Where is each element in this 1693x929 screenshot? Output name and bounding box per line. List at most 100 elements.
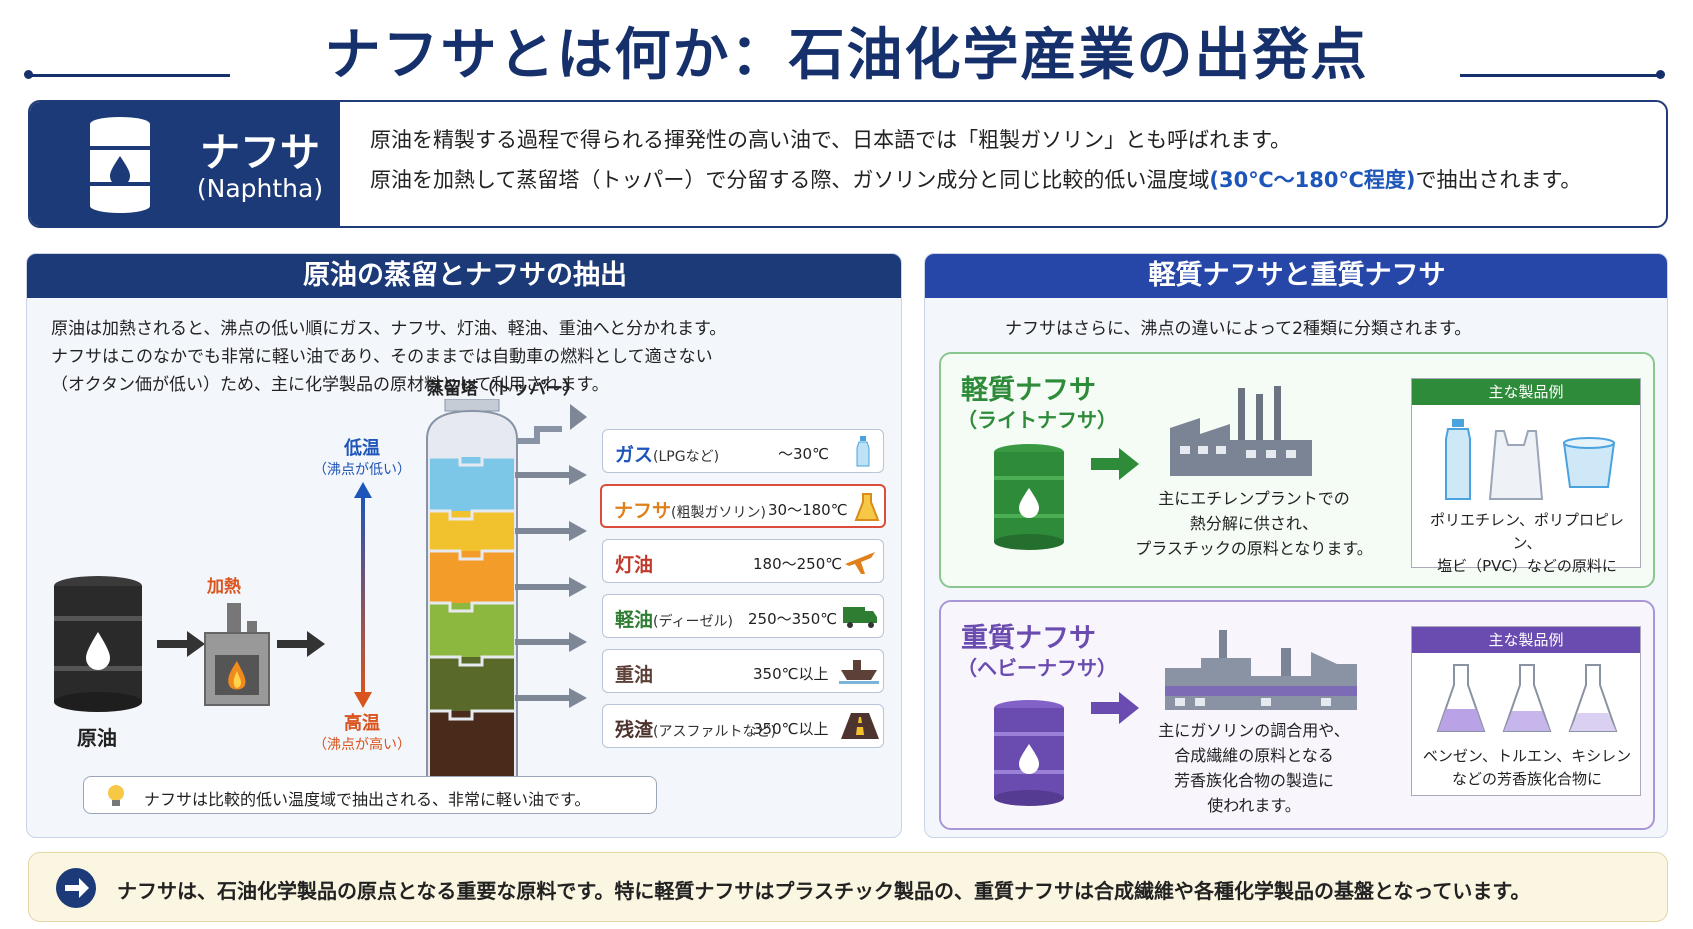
flask-icon [1502, 664, 1552, 732]
summary-box: ナフサは、石油化学製品の原点となる重要な原料です。特に軽質ナフサはプラスチック製… [28, 852, 1668, 922]
fraction-name: 重油 [615, 660, 653, 687]
plastic-products-icons [1445, 419, 1616, 500]
fraction-name: 灯油 [615, 550, 653, 577]
light-products-text: ポリエチレン、ポリプロピレン、 塩ビ（PVC）などの原料に [1416, 509, 1638, 578]
flask-icon [1436, 664, 1486, 732]
arrow-right-icon [157, 631, 205, 657]
heavy-products-line: ベンゼン、トルエン、キシレン [1422, 747, 1632, 765]
distillation-panel: 原油の蒸留とナフサの抽出 原油は加熱されると、沸点の低い順にガス、ナフサ、灯油、… [26, 253, 902, 838]
fraction-note: (粗製ガソリン) [671, 505, 766, 521]
purple-barrel-icon [994, 700, 1064, 806]
fraction-temp: ～30℃ [778, 445, 829, 463]
heating-label: 加熱 [207, 577, 241, 597]
fraction-name: 軽油(ディーゼル) [615, 605, 733, 632]
fraction-temp: 250～350℃ [748, 610, 838, 628]
fraction-row-gas: ガス(LPGなど) ～30℃ [602, 429, 884, 473]
fraction-row-kerosene: 灯油 180～250℃ [602, 539, 884, 583]
arrow-right-icon [1091, 448, 1139, 480]
arrow-right-icon [277, 631, 325, 657]
crude-oil-barrel-icon [54, 576, 142, 712]
heavy-desc-line: 使われます。 [1207, 796, 1301, 815]
title-dot-left [24, 70, 33, 79]
light-desc-line: プラスチックの原料となります。 [1135, 539, 1373, 558]
heavy-products-line: などの芳香族化合物に [1451, 770, 1602, 788]
naphtha-types-header: 軽質ナフサと重質ナフサ [925, 254, 1667, 298]
fraction-temp: 350℃以上 [753, 665, 829, 683]
fraction-note: (アスファルトなど) [653, 724, 776, 740]
plastic-bag-icon [1488, 430, 1544, 500]
light-products-line: ポリエチレン、ポリプロピレン、 [1429, 511, 1625, 552]
fraction-name-text: ガス [615, 444, 654, 466]
fraction-arrows [515, 404, 587, 708]
bottle-icon [856, 436, 870, 467]
definition-label-area: ナフサ (Naphtha) [30, 102, 340, 226]
high-temp-note: （沸点が高い） [313, 737, 411, 753]
fraction-name-text: 軽油 [615, 609, 654, 631]
heavy-products-header: 主な製品例 [1412, 627, 1640, 653]
title-line-left [30, 74, 230, 77]
heavy-naphtha-name: 重質ナフサ [961, 623, 1096, 654]
low-temp-label: 低温 [344, 438, 380, 459]
arrow-right-icon [1091, 692, 1139, 724]
bottle-icon [1445, 419, 1471, 500]
light-products-box: 主な製品例 ポリエチレン、ポリプロピレン、 塩ビ（PVC）などの原料に [1411, 378, 1641, 575]
heavy-desc-line: 芳香族化合物の製造に [1173, 771, 1334, 790]
summary-text: ナフサは、石油化学製品の原点となる重要な原料です。特に軽質ナフサはプラスチック製… [117, 879, 1531, 903]
fraction-temp: 30～180℃ [768, 501, 848, 519]
arrow-circle-icon [56, 868, 96, 908]
flask-icon [1568, 664, 1618, 732]
heavy-naphtha-description: 主にガソリンの調合用や、 合成繊維の原料となる 芳香族化合物の製造に 使われます… [1129, 718, 1379, 818]
distillation-text-2: ナフサはこのなかでも非常に軽い油であり、そのままでは自動車の燃料として適さない [51, 347, 713, 367]
truck-icon [843, 607, 877, 628]
title-line-right [1460, 74, 1660, 77]
cup-icon [1562, 437, 1616, 488]
light-naphtha-name: 軽質ナフサ [961, 375, 1096, 406]
tip-text: ナフサは比較的低い温度域で抽出される、非常に軽い油です。 [144, 790, 591, 809]
fraction-name-text: 重油 [615, 664, 654, 686]
tip-box: ナフサは比較的低い温度域で抽出される、非常に軽い油です。 [83, 776, 657, 814]
naphtha-types-panel: 軽質ナフサと重質ナフサ ナフサはさらに、沸点の違いによって2種類に分類されます。… [924, 253, 1668, 838]
definition-name: ナフサ [200, 130, 320, 176]
flask-icon [854, 493, 880, 521]
light-naphtha-box: 軽質ナフサ （ライトナフサ） 主にエチレンプラントでの 熱分解に供され、 プラス… [939, 352, 1655, 588]
ship-icon [839, 660, 879, 684]
heavy-naphtha-sub: （ヘビーナフサ） [957, 656, 1117, 680]
temperature-highlight: (30℃～180℃程度) [1209, 168, 1416, 192]
definition-box: ナフサ (Naphtha) 原油を精製する過程で得られる揮発性の高い油で、日本語… [28, 100, 1668, 228]
lightbulb-icon [108, 785, 124, 806]
fraction-name: ナフサ(粗製ガソリン) [614, 496, 766, 523]
airplane-icon [845, 552, 875, 574]
low-temp-note: （沸点が低い） [313, 462, 411, 478]
light-naphtha-sub: （ライトナフサ） [957, 408, 1117, 432]
definition-name-en: (Naphtha) [196, 174, 324, 203]
green-barrel-icon [994, 444, 1064, 550]
title-dot-right [1656, 70, 1665, 79]
definition-line-2-end: で抽出されます。 [1415, 168, 1582, 192]
road-icon [841, 713, 879, 739]
naphtha-types-intro: ナフサはさらに、沸点の違いによって2種類に分類されます。 [1005, 319, 1472, 339]
factory-icon [1170, 386, 1312, 476]
temperature-gradient-arrow [354, 482, 372, 708]
light-desc-line: 熱分解に供され、 [1189, 514, 1319, 533]
fraction-temp: 350℃以上 [753, 720, 829, 738]
definition-line-2-text: 原油を加熱して蒸留塔（トッパー）で分留する際、ガソリン成分と同じ比較的低い温度域 [370, 168, 1210, 192]
fraction-name: 残渣(アスファルトなど) [615, 715, 776, 742]
high-temp-label: 高温 [344, 713, 380, 734]
light-naphtha-description: 主にエチレンプラントでの 熱分解に供され、 プラスチックの原料となります。 [1129, 486, 1379, 561]
fraction-name-text: 灯油 [615, 554, 654, 576]
fraction-temp: 180～250℃ [753, 555, 843, 573]
distillation-text-3: （オクタン価が低い）ため、主に化学製品の原材料として利用されます。 [51, 375, 609, 395]
fraction-row-diesel: 軽油(ディーゼル) 250～350℃ [602, 594, 884, 638]
tower-label: 蒸留塔（トッパー） [427, 379, 580, 399]
fraction-name: ガス(LPGなど) [615, 440, 719, 467]
definition-line-1: 原油を精製する過程で得られる揮発性の高い油で、日本語では「粗製ガソリン」とも呼ば… [370, 128, 1292, 152]
light-desc-line: 主にエチレンプラントでの [1158, 489, 1350, 508]
distillation-panel-header: 原油の蒸留とナフサの抽出 [27, 254, 901, 298]
fraction-note: (LPGなど) [653, 449, 720, 465]
light-products-line: 塩ビ（PVC）などの原料に [1437, 557, 1617, 575]
fraction-name-text: 残渣 [615, 719, 654, 741]
refinery-icon [1165, 630, 1357, 710]
definition-line-2: 原油を加熱して蒸留塔（トッパー）で分留する際、ガソリン成分と同じ比較的低い温度域… [370, 164, 1581, 194]
heavy-desc-line: 合成繊維の原料となる [1174, 746, 1334, 765]
fraction-note: (ディーゼル) [653, 614, 733, 630]
